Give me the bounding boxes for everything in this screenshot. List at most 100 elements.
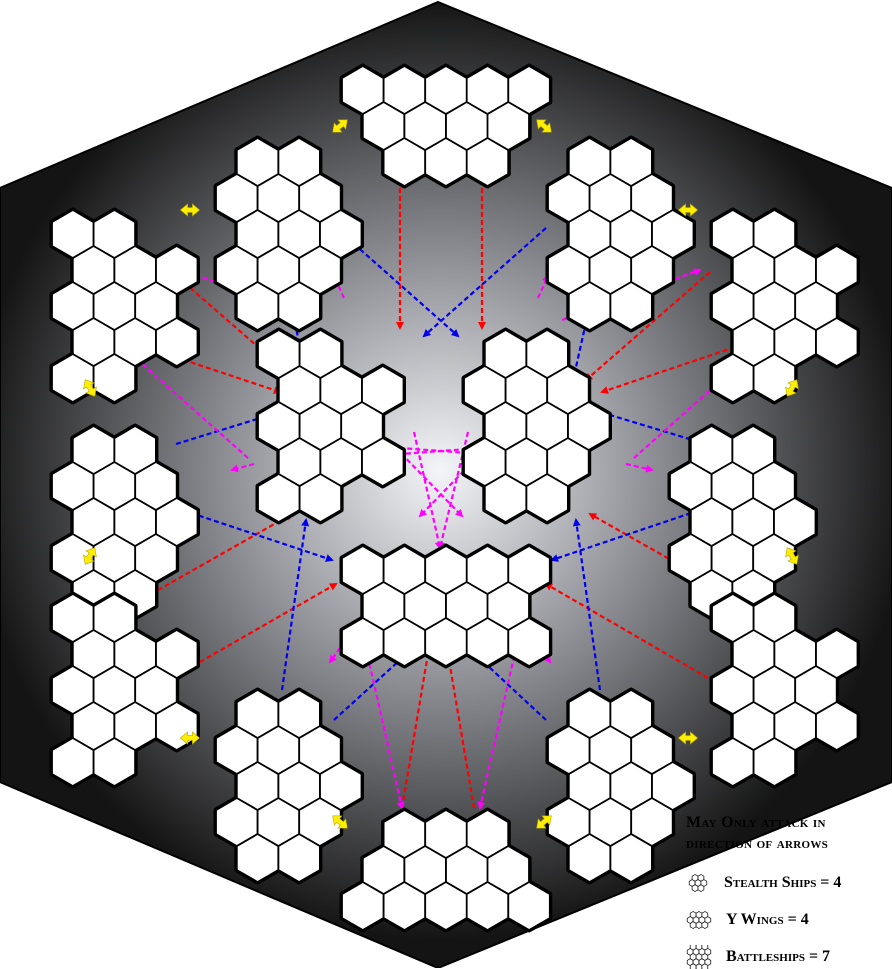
board-cell[interactable] <box>114 629 156 679</box>
board-cell[interactable] <box>93 533 136 583</box>
board-cell[interactable] <box>383 137 426 187</box>
board-cell[interactable] <box>341 617 384 667</box>
board-cell[interactable] <box>631 797 673 847</box>
board-cell[interactable] <box>383 65 426 115</box>
board-cell[interactable] <box>526 401 568 451</box>
board-cell[interactable] <box>466 809 509 859</box>
board-cell[interactable] <box>610 689 652 739</box>
board-cell[interactable] <box>610 281 652 331</box>
board-cell[interactable] <box>773 497 816 547</box>
board-cell[interactable] <box>72 425 115 475</box>
board-cell[interactable] <box>466 617 509 667</box>
board-cell[interactable] <box>753 281 796 331</box>
board-cell[interactable] <box>505 437 548 487</box>
board-cell[interactable] <box>610 137 652 187</box>
board-cell[interactable] <box>567 401 610 451</box>
board-cell[interactable] <box>114 317 156 367</box>
board-cell[interactable] <box>278 833 320 883</box>
board-cell[interactable] <box>236 761 279 811</box>
board-cell[interactable] <box>51 593 94 643</box>
board-cell[interactable] <box>732 701 775 751</box>
board-cell[interactable] <box>484 473 527 523</box>
board-cell[interactable] <box>257 725 300 775</box>
board-cell[interactable] <box>711 533 754 583</box>
board-cell[interactable] <box>753 737 796 787</box>
board-cell[interactable] <box>445 101 488 151</box>
board-cell[interactable] <box>711 353 754 403</box>
board-cell[interactable] <box>508 545 550 595</box>
board-cell[interactable] <box>383 809 426 859</box>
board-cell[interactable] <box>753 461 795 511</box>
board-cell[interactable] <box>114 701 156 751</box>
board-cell[interactable] <box>711 281 754 331</box>
board-cell[interactable] <box>463 437 506 487</box>
board-cell[interactable] <box>299 329 342 379</box>
board-cell[interactable] <box>732 317 775 367</box>
board-cell[interactable] <box>505 365 548 415</box>
board-cell[interactable] <box>815 701 858 751</box>
board-cell[interactable] <box>547 173 590 223</box>
board-cell[interactable] <box>215 245 258 295</box>
board-cell[interactable] <box>72 245 115 295</box>
board-cell[interactable] <box>51 281 94 331</box>
board-cell[interactable] <box>568 209 611 259</box>
board-cell[interactable] <box>732 497 774 547</box>
board-cell[interactable] <box>236 137 279 187</box>
board-cell[interactable] <box>487 101 530 151</box>
board-cell[interactable] <box>362 101 405 151</box>
board-cell[interactable] <box>72 317 115 367</box>
board-cell[interactable] <box>547 725 590 775</box>
board-cell[interactable] <box>155 629 198 679</box>
board-cell[interactable] <box>753 533 795 583</box>
board-cell[interactable] <box>383 617 426 667</box>
board-cell[interactable] <box>589 173 632 223</box>
board-cell[interactable] <box>51 461 94 511</box>
board-cell[interactable] <box>236 689 279 739</box>
board-cell[interactable] <box>547 437 589 487</box>
board-cell[interactable] <box>589 245 632 295</box>
board-cell[interactable] <box>299 725 341 775</box>
board-cell[interactable] <box>631 245 673 295</box>
board-cell[interactable] <box>610 209 652 259</box>
board-cell[interactable] <box>155 317 198 367</box>
board-cell[interactable] <box>341 401 383 451</box>
board-cell[interactable] <box>72 629 115 679</box>
board-cell[interactable] <box>568 689 611 739</box>
board-cell[interactable] <box>319 761 362 811</box>
board-cell[interactable] <box>93 209 136 259</box>
board-cell[interactable] <box>320 437 362 487</box>
board-cell[interactable] <box>568 281 611 331</box>
board-cell[interactable] <box>278 137 320 187</box>
board-cell[interactable] <box>466 545 509 595</box>
board-cell[interactable] <box>425 137 467 187</box>
board-cell[interactable] <box>711 461 754 511</box>
board-cell[interactable] <box>278 689 320 739</box>
board-cell[interactable] <box>404 101 446 151</box>
board-cell[interactable] <box>299 173 341 223</box>
board-cell[interactable] <box>484 401 527 451</box>
board-cell[interactable] <box>72 701 115 751</box>
board-cell[interactable] <box>445 581 488 631</box>
board-cell[interactable] <box>547 797 590 847</box>
board-cell[interactable] <box>93 737 136 787</box>
board-cell[interactable] <box>51 533 94 583</box>
board-cell[interactable] <box>341 545 384 595</box>
board-cell[interactable] <box>774 245 816 295</box>
board-cell[interactable] <box>341 65 384 115</box>
board-cell[interactable] <box>466 137 509 187</box>
board-cell[interactable] <box>299 401 342 451</box>
board-cell[interactable] <box>362 581 405 631</box>
board-cell[interactable] <box>508 617 550 667</box>
board-cell[interactable] <box>361 365 404 415</box>
board-cell[interactable] <box>711 737 754 787</box>
board-cell[interactable] <box>690 425 733 475</box>
board-cell[interactable] <box>278 761 320 811</box>
board-cell[interactable] <box>508 65 550 115</box>
board-cell[interactable] <box>215 797 258 847</box>
board-cell[interactable] <box>711 593 754 643</box>
board-cell[interactable] <box>299 473 342 523</box>
board-cell[interactable] <box>547 365 589 415</box>
board-cell[interactable] <box>445 845 488 895</box>
board-cell[interactable] <box>361 437 404 487</box>
board-cell[interactable] <box>732 425 774 475</box>
